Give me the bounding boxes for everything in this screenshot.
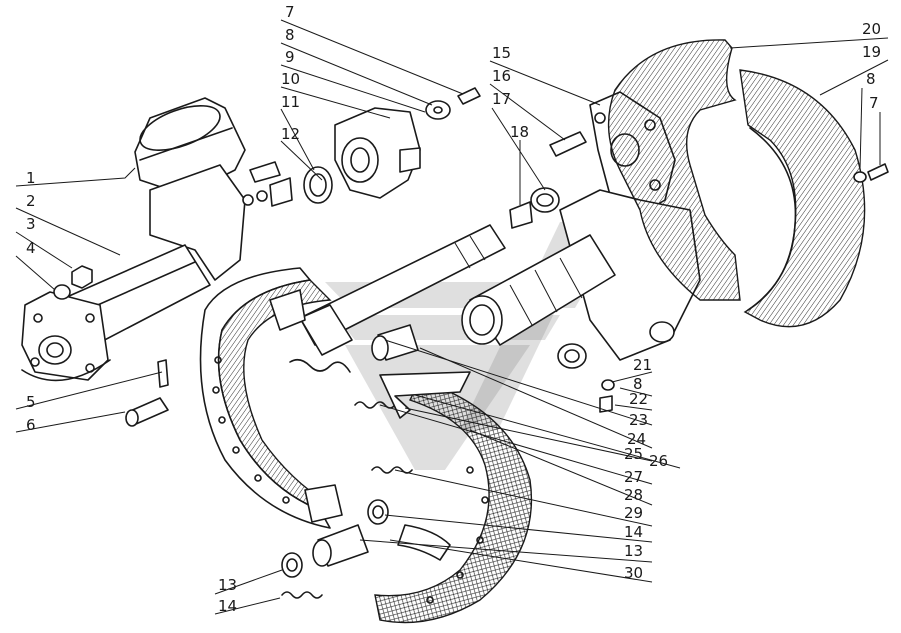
callout-8-right: 8 xyxy=(866,70,876,88)
callout-2: 2 xyxy=(26,192,36,210)
callout-15: 15 xyxy=(492,44,511,62)
camshaft xyxy=(299,187,560,356)
callout-20: 20 xyxy=(862,20,881,38)
callout-10: 10 xyxy=(281,70,300,88)
callout-24: 24 xyxy=(627,430,646,448)
callout-16: 16 xyxy=(492,67,511,85)
rollers-and-clips xyxy=(281,324,419,578)
callout-12: 12 xyxy=(281,125,300,143)
brake-shoe-right xyxy=(374,371,533,624)
dust-shield xyxy=(607,39,741,301)
callout-6: 6 xyxy=(26,416,36,434)
callout-1: 1 xyxy=(26,169,36,187)
callout-11: 11 xyxy=(281,93,300,111)
callout-3: 3 xyxy=(26,215,36,233)
leader-lines xyxy=(15,19,889,615)
callout-17: 17 xyxy=(492,90,511,108)
callout-21: 21 xyxy=(633,356,652,374)
callout-30: 30 xyxy=(624,564,643,582)
brake-shoe-left xyxy=(199,267,343,529)
callout-8-mid: 8 xyxy=(633,375,643,393)
callout-18: 18 xyxy=(510,123,529,141)
callout-22: 22 xyxy=(629,390,648,408)
callout-7-right: 7 xyxy=(869,94,879,112)
callout-8-top: 8 xyxy=(285,26,295,44)
callout-labels: 1 2 3 4 5 6 7 8 9 10 11 12 13 14 15 16 1… xyxy=(26,3,881,615)
bolt-right xyxy=(853,163,889,183)
callout-25: 25 xyxy=(624,445,643,463)
callout-26: 26 xyxy=(649,452,668,470)
washers-21-22 xyxy=(599,379,615,413)
callout-14-bottom: 14 xyxy=(218,597,237,615)
callout-19: 19 xyxy=(862,43,881,61)
callout-13-mid: 13 xyxy=(624,542,643,560)
callout-29: 29 xyxy=(624,504,643,522)
callout-9: 9 xyxy=(285,48,295,66)
nuts-3-4 xyxy=(53,265,93,300)
callout-14-mid: 14 xyxy=(624,523,643,541)
brake-shield xyxy=(739,69,866,328)
brake-chamber-and-axle-housing xyxy=(21,97,293,382)
callout-27: 27 xyxy=(624,468,643,486)
callout-23: 23 xyxy=(629,411,648,429)
callout-7-top: 7 xyxy=(285,3,295,21)
callout-5: 5 xyxy=(26,393,36,411)
callout-13-bottom: 13 xyxy=(218,576,237,594)
pin-and-cotter-5-6 xyxy=(125,359,169,427)
callout-28: 28 xyxy=(624,486,643,504)
adjusting-lever-7-12 xyxy=(303,87,481,204)
callout-4: 4 xyxy=(26,239,36,257)
